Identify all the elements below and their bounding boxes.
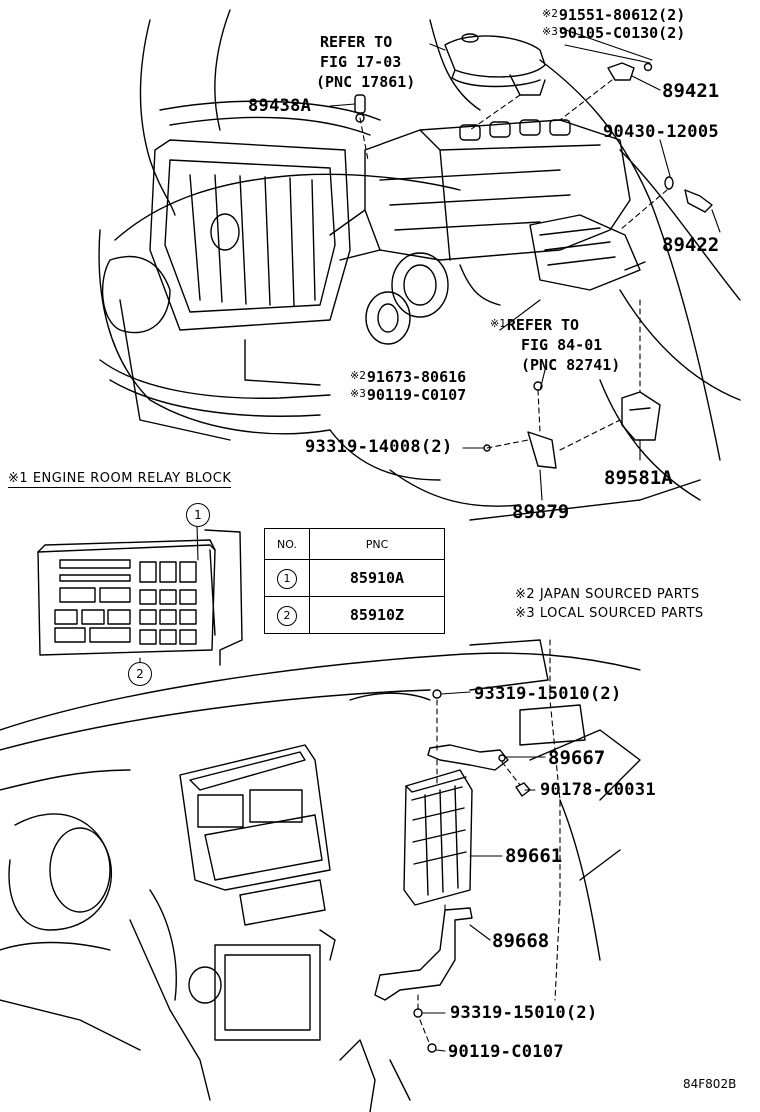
cell-pnc: 85910Z <box>309 596 445 634</box>
relay-block-note: ※1 ENGINE ROOM RELAY BLOCK <box>8 471 232 488</box>
air-intake <box>444 33 546 96</box>
sensor-89421 <box>607 62 653 81</box>
sensor-89422 <box>664 176 713 213</box>
ecu-89661 <box>403 769 473 906</box>
refer-fig84-line1: REFER TO <box>506 316 580 334</box>
label-90119-engine: ※390119-C0107 <box>350 388 466 403</box>
label-93319-14008: 93319-14008(2) <box>305 437 453 457</box>
engine-room-relay-block <box>37 529 243 666</box>
leader-lines <box>139 27 721 1052</box>
label-89879: 89879 <box>512 501 570 523</box>
label-89661: 89661 <box>505 845 563 867</box>
mark-2: ※2 <box>515 587 536 602</box>
label-90119-dash: 90119-C0107 <box>448 1042 564 1062</box>
refer-fig17-line2: FIG 17-03 <box>320 53 402 71</box>
callout-1: 1 <box>186 503 210 527</box>
mark-3: ※3 <box>350 387 366 400</box>
vehicle-front-outline <box>98 9 741 521</box>
header-pnc: PNC <box>309 528 445 560</box>
relay-block-engine <box>529 214 646 291</box>
refer-fig84-line2: FIG 84-01 <box>521 336 603 354</box>
figure-code: 84F802B <box>683 1077 737 1091</box>
bracket-89668 <box>374 907 473 1053</box>
cell-no: 2 <box>264 596 310 634</box>
table-row: 2 85910Z <box>264 596 445 634</box>
part-number: 90119-C0107 <box>366 386 467 404</box>
callout-2: 2 <box>128 662 152 686</box>
label-93319-15010-lower: 93319-15010(2) <box>450 1003 598 1023</box>
refer-fig17-line3: (PNC 17861) <box>316 73 416 91</box>
label-91673: ※291673-80616 <box>350 370 466 385</box>
refer-fig-84-01: ※1REFER TO FIG 84-01 (PNC 82741) <box>490 314 620 375</box>
header-no: NO. <box>264 528 310 560</box>
mark-1: ※1 <box>8 471 29 486</box>
table-header-row: NO. PNC <box>264 528 445 560</box>
dashboard <box>0 639 641 1112</box>
label-93319-15010-upper: 93319-15010(2) <box>474 684 622 704</box>
mark-2: ※2 <box>542 7 558 20</box>
part-number: 91673-80616 <box>366 368 467 386</box>
note-text: JAPAN SOURCED PARTS <box>539 587 700 602</box>
bracket-89879 <box>483 381 557 469</box>
dashed-lines <box>359 79 668 1046</box>
refer-fig-17-03: REFER TO FIG 17-03 (PNC 17861) <box>316 32 415 92</box>
label-89438A: 89438A <box>248 96 312 116</box>
label-89581A: 89581A <box>604 467 673 489</box>
label-90178: 90178-C0031 <box>540 780 656 800</box>
circled-number: 1 <box>277 568 297 589</box>
pnc-table: NO. PNC 1 85910A 2 85910Z <box>264 528 445 634</box>
note-japan-sourced: ※2 JAPAN SOURCED PARTS <box>515 588 700 601</box>
note-local-sourced: ※3 LOCAL SOURCED PARTS <box>515 607 704 620</box>
label-91551: ※291551-80612(2) <box>542 8 685 23</box>
mark-1: ※1 <box>490 317 506 330</box>
part-number: 90105-C0130(2) <box>558 24 686 42</box>
label-89667: 89667 <box>548 747 606 769</box>
table-row: 1 85910A <box>264 559 445 597</box>
refer-fig84-line3: (PNC 82741) <box>521 356 621 374</box>
label-89422: 89422 <box>662 234 720 256</box>
cell-no: 1 <box>264 559 310 597</box>
note-text: ENGINE ROOM RELAY BLOCK <box>32 471 232 486</box>
cell-pnc: 85910A <box>309 559 445 597</box>
label-90430: 90430-12005 <box>603 122 719 142</box>
bracket-89667 <box>427 689 531 797</box>
mark-2: ※2 <box>350 369 366 382</box>
label-89668: 89668 <box>492 930 550 952</box>
mark-3: ※3 <box>542 25 558 38</box>
circled-number: 2 <box>277 605 297 626</box>
note-text: LOCAL SOURCED PARTS <box>539 606 704 621</box>
label-89421: 89421 <box>662 80 720 102</box>
refer-fig17-line1: REFER TO <box>320 33 393 51</box>
engine-assembly <box>329 119 631 345</box>
label-90105: ※390105-C0130(2) <box>542 26 685 41</box>
part-number: 91551-80612(2) <box>558 6 686 24</box>
mark-3: ※3 <box>515 606 536 621</box>
